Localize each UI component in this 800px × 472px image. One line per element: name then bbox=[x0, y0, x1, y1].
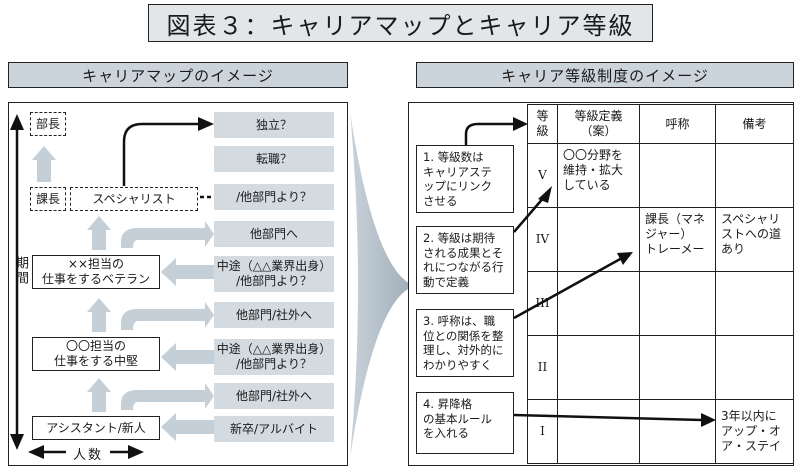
path-to-other-dept-external: 他部門/社外へ bbox=[214, 302, 334, 328]
period-axis-label: 期間 bbox=[13, 256, 28, 286]
role-assistant: アシスタント/新人 bbox=[32, 416, 160, 440]
grade-title-cell bbox=[639, 335, 716, 400]
grade-title-cell bbox=[639, 399, 716, 464]
up-arrow bbox=[87, 378, 111, 412]
path-new-graduate: 新卒/アルバイト bbox=[214, 416, 334, 442]
inflow-arrow bbox=[161, 413, 214, 441]
role-director: 部長 bbox=[30, 112, 66, 136]
grade-level: II bbox=[527, 335, 558, 400]
inflow-arrow bbox=[161, 343, 214, 371]
grade-level: III bbox=[527, 271, 558, 336]
axis-arrowhead-down bbox=[10, 434, 24, 450]
role-section-chief: 課長 bbox=[30, 187, 66, 211]
grade-definition-cell bbox=[557, 207, 640, 272]
note-grade-definition: 2. 等級は期待 される成果とそ れにつながる行 動で定義 bbox=[416, 226, 514, 294]
axis-arrowhead-right bbox=[128, 445, 144, 459]
path-mid-career-hire: 中途（△△業界出身） /他部門より？ bbox=[214, 256, 334, 292]
path-independence: 独立？ bbox=[214, 112, 334, 138]
role-veteran: ××担当の 仕事をするベテラン bbox=[32, 255, 160, 289]
grade-title-cell bbox=[639, 143, 716, 208]
grade-remarks-cell bbox=[715, 271, 794, 336]
inflow-arrow bbox=[161, 258, 214, 286]
branch-arrow bbox=[121, 383, 214, 410]
branch-arrow bbox=[121, 302, 214, 330]
figure-title: 図表３：キャリアマップとキャリア等級 bbox=[148, 4, 653, 42]
grade-table: 等 級 等級定義 （案） 呼称 備考 V 〇〇分野を 維持・拡大 している IV… bbox=[527, 104, 794, 464]
up-arrow bbox=[87, 298, 111, 332]
up-arrow bbox=[87, 216, 111, 250]
grade-title-cell: 課長（マネ ジャー） トレーメー bbox=[639, 207, 716, 272]
role-specialist: スペシャリスト bbox=[70, 187, 198, 211]
grade-definition-cell: 〇〇分野を 維持・拡大 している bbox=[557, 143, 640, 208]
grade-level: I bbox=[527, 399, 558, 464]
path-to-other-dept-external: 他部門/社外へ bbox=[214, 383, 334, 409]
grade-remarks-cell bbox=[715, 143, 794, 208]
career-map-header: キャリアマップのイメージ bbox=[8, 62, 348, 88]
grade-definition-cell bbox=[557, 399, 640, 464]
grade-definition-cell bbox=[557, 335, 640, 400]
grade-remarks-cell: 3年以内に アップ・オ ア・ステイ bbox=[715, 399, 794, 464]
path-mid-career-hire: 中途（△△業界出身） /他部門より？ bbox=[214, 339, 334, 375]
path-from-other-dept: /他部門より？ bbox=[214, 184, 334, 210]
note-title-naming: 3. 呼称は、職 位との関係を整 理し、対外的に わかりやすく bbox=[416, 309, 514, 377]
grade-title-cell bbox=[639, 271, 716, 336]
column-header-title: 呼称 bbox=[639, 104, 716, 144]
grade-definition-cell bbox=[557, 271, 640, 336]
grade-level: IV bbox=[527, 207, 558, 272]
note-promotion-rules: 4. 昇降格 の基本ルール を入れる bbox=[416, 392, 514, 454]
grade-level: V bbox=[527, 143, 558, 208]
grade-remarks-cell: スペシャリ ストへの道 あり bbox=[715, 207, 794, 272]
path-to-other-dept: 他部門へ bbox=[214, 221, 334, 247]
branch-arrow bbox=[121, 221, 214, 248]
grade-remarks-cell bbox=[715, 335, 794, 400]
column-header-grade: 等 級 bbox=[527, 104, 558, 144]
transition-chevron bbox=[350, 112, 414, 458]
up-arrow bbox=[32, 146, 56, 182]
role-mid-career: 〇〇担当の 仕事をする中堅 bbox=[32, 337, 160, 371]
path-job-change: 転職？ bbox=[214, 146, 334, 172]
note-grade-count: 1. 等級数は キャリアステ ップにリンク させる bbox=[416, 145, 514, 213]
axis-arrowhead-left bbox=[28, 445, 44, 459]
headcount-axis-label: 人数 bbox=[66, 444, 110, 463]
column-header-definition: 等級定義 （案） bbox=[557, 104, 640, 144]
grade-system-header: キャリア等級制度のイメージ bbox=[416, 62, 794, 88]
column-header-remarks: 備考 bbox=[715, 104, 794, 144]
axis-arrowhead-up bbox=[10, 114, 24, 130]
